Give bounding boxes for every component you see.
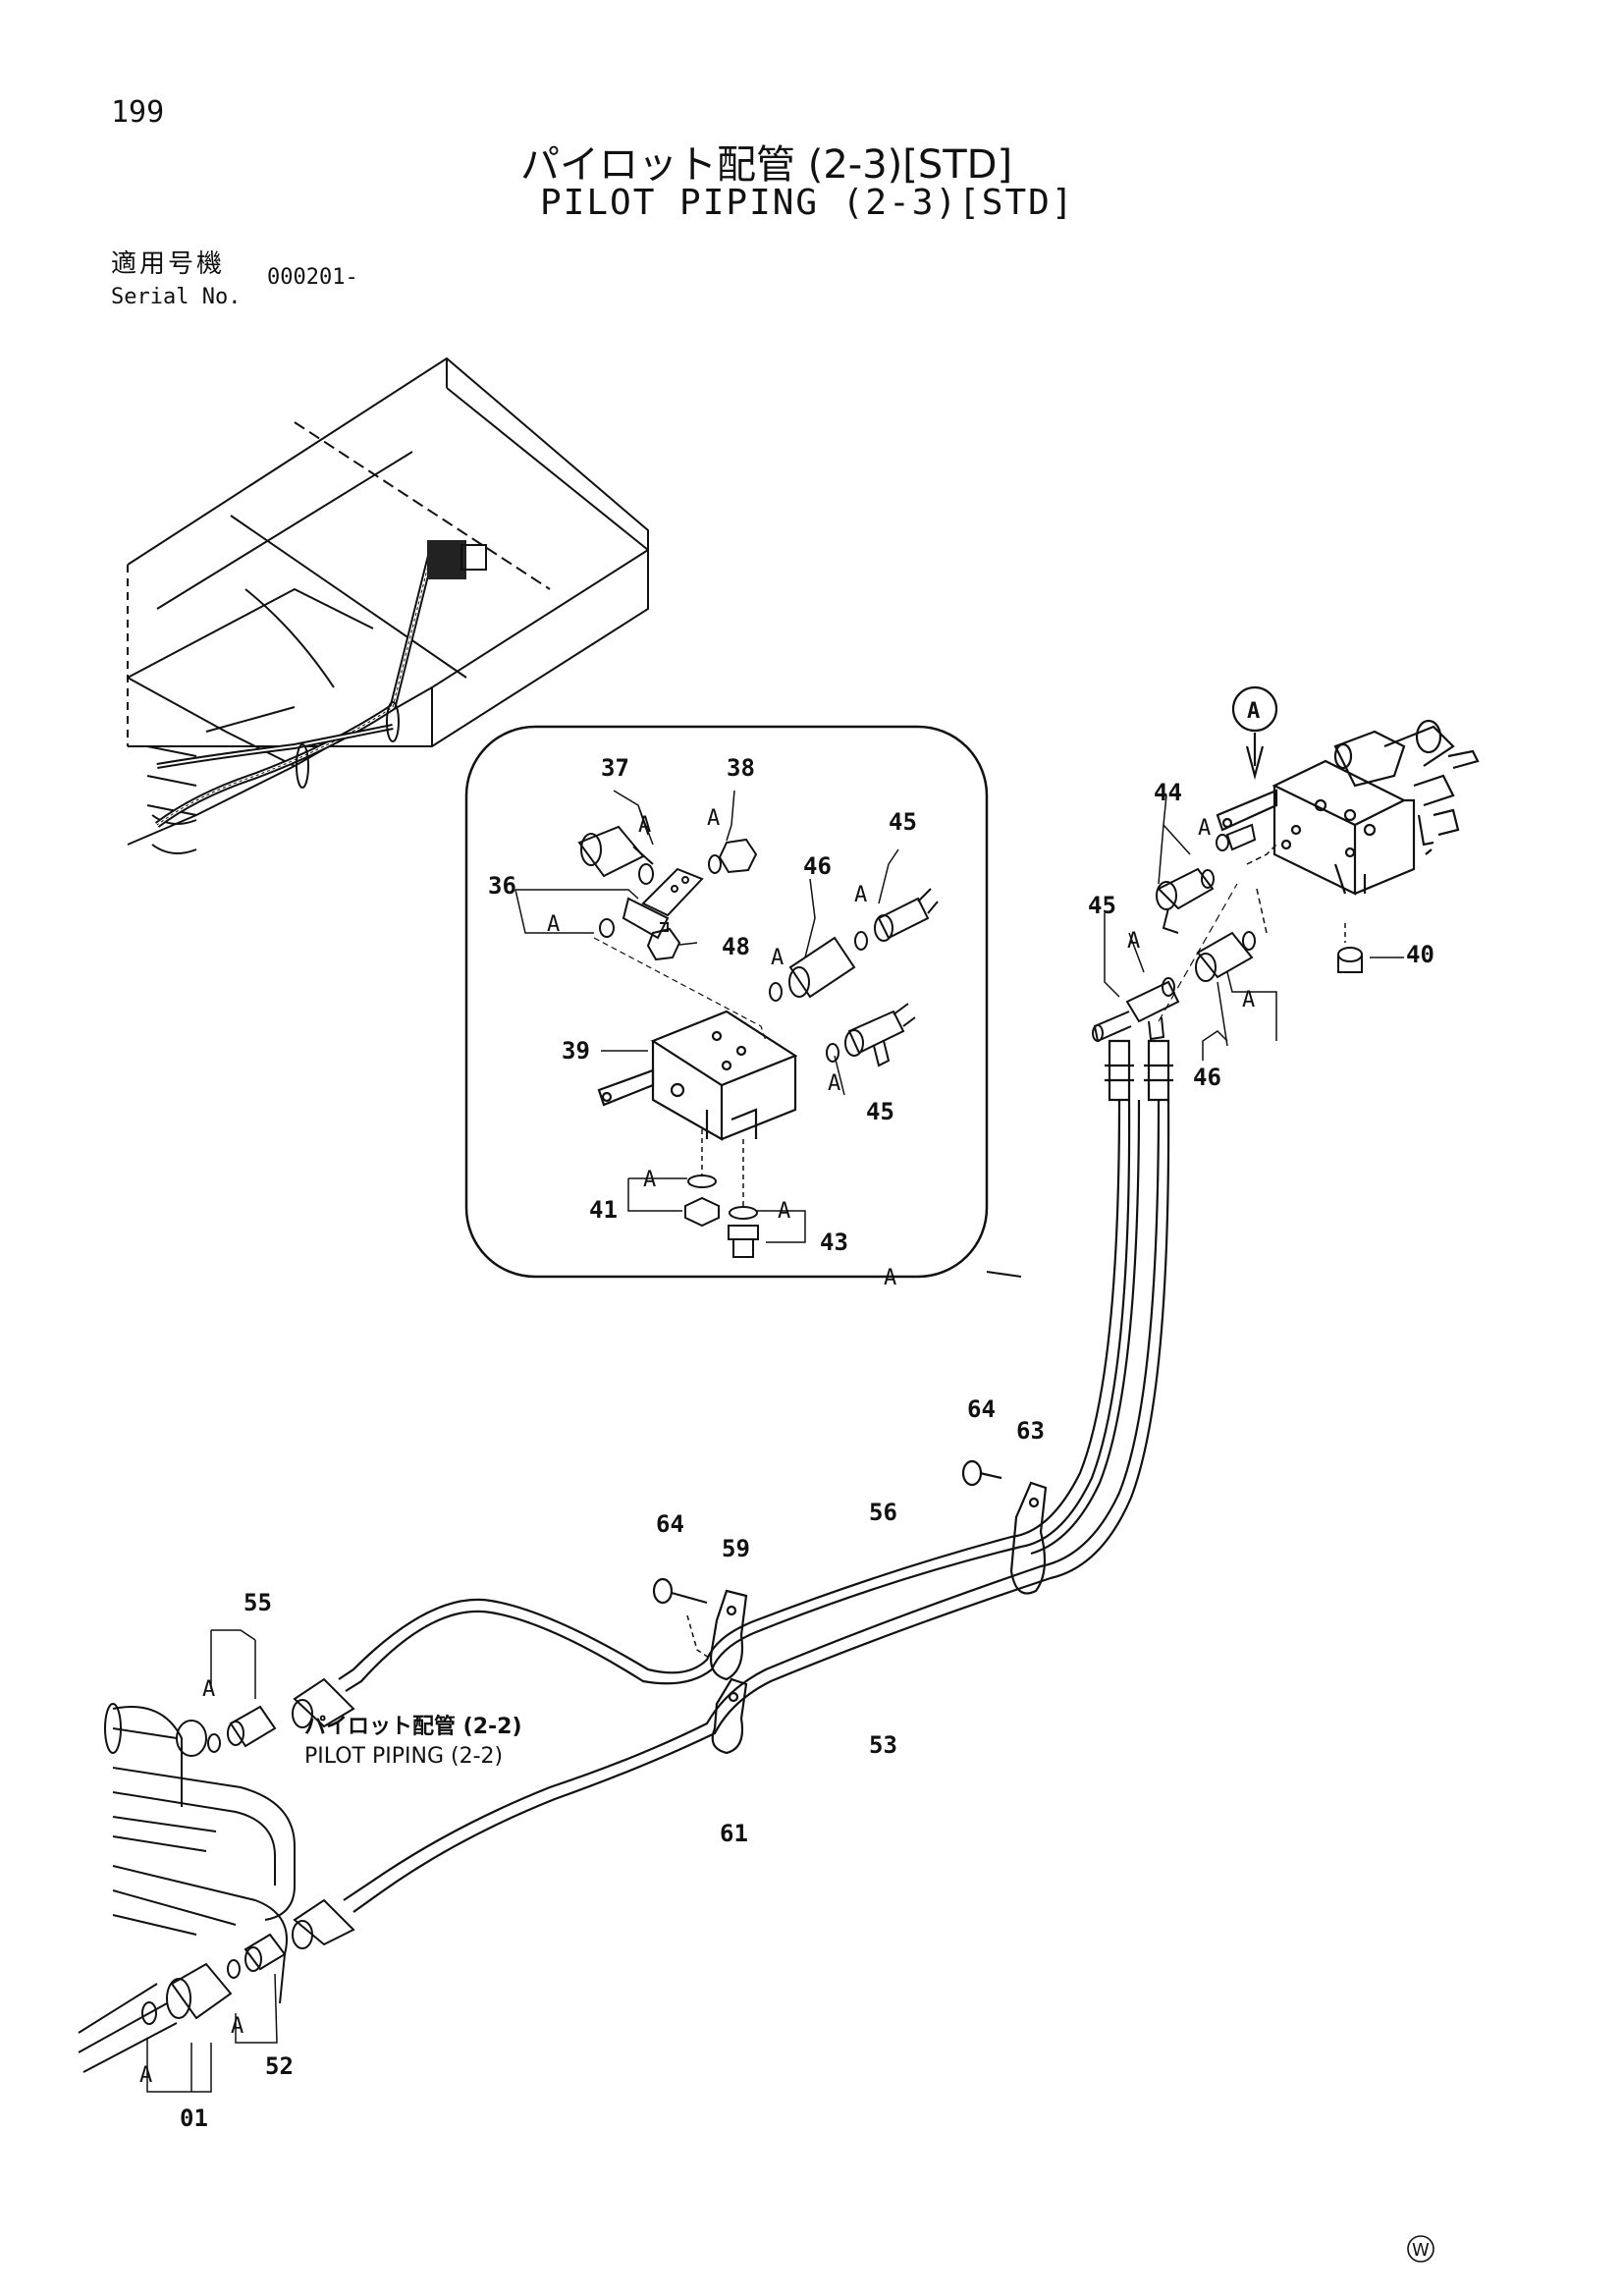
marker-a: A — [547, 912, 560, 937]
marker-a: A — [778, 1199, 790, 1224]
callout-43: 43 — [820, 1229, 848, 1256]
marker-a: A — [884, 1266, 896, 1290]
callout-64-upper: 64 — [967, 1395, 996, 1423]
callout-01: 01 — [180, 2105, 208, 2132]
reference-en: PILOT PIPING (2-2) — [304, 1744, 503, 1769]
page-title-en: PILOT PIPING (2-3)[STD] — [540, 183, 1075, 223]
view-a-marker: A — [1247, 699, 1260, 724]
part-46-adapter-detail — [769, 936, 856, 1002]
clamps — [652, 1459, 1048, 1755]
callout-41: 41 — [589, 1196, 618, 1224]
callout-40: 40 — [1406, 941, 1434, 968]
callout-38: 38 — [727, 754, 755, 782]
part-36-plate — [599, 867, 704, 940]
marker-a: A — [1242, 988, 1255, 1012]
marker-a: A — [202, 1677, 215, 1702]
marker-a: A — [638, 813, 651, 838]
callout-52: 52 — [265, 2052, 294, 2080]
part-45-tee-detail-lower — [826, 1003, 916, 1067]
w-logo-letter: W — [1412, 2240, 1430, 2261]
marker-a: A — [1198, 816, 1211, 841]
right-fittings — [1092, 794, 1277, 1061]
part-37-elbow — [577, 825, 654, 885]
w-logo — [1407, 2235, 1434, 2263]
detail-box — [464, 725, 989, 1279]
marker-a: A — [828, 1071, 840, 1096]
callout-46-detail: 46 — [803, 852, 832, 880]
page-number: 199 — [111, 95, 165, 130]
part-45-tee-detail-upper — [854, 888, 939, 951]
marker-a: A — [854, 883, 867, 907]
callout-45-detail-upper: 45 — [889, 808, 917, 836]
hoses — [338, 1039, 1173, 1913]
part-38-nut — [708, 838, 758, 874]
serial-value: 000201- — [267, 265, 358, 290]
callout-55: 55 — [243, 1589, 272, 1616]
callout-46-right: 46 — [1193, 1064, 1221, 1091]
callout-63: 63 — [1016, 1417, 1045, 1445]
callout-44: 44 — [1154, 779, 1182, 806]
callout-48: 48 — [722, 933, 750, 960]
callout-45-right: 45 — [1088, 892, 1116, 919]
marker-a: A — [643, 1168, 656, 1192]
part-48-plug — [646, 922, 681, 961]
callout-64-lower: 64 — [656, 1510, 684, 1538]
marker-a: A — [1127, 929, 1140, 954]
callout-37: 37 — [601, 754, 629, 782]
marker-a: A — [231, 2014, 243, 2039]
callout-56: 56 — [869, 1499, 897, 1526]
part-39-block — [597, 1010, 798, 1141]
part-43-connector — [728, 1206, 759, 1258]
callout-36: 36 — [488, 872, 516, 900]
view-a-valve — [1216, 685, 1480, 896]
marker-a: A — [139, 2063, 152, 2088]
callout-labels: 37 38 36 48 46 45 39 45 41 43 44 45 40 4… — [139, 699, 1434, 2132]
serial-label-jp: 適用号機 — [111, 249, 226, 279]
callout-53: 53 — [869, 1731, 897, 1759]
callout-59: 59 — [722, 1535, 750, 1562]
reference-jp: パイロット配管 (2-2) — [304, 1714, 522, 1739]
part-40-bolt — [1337, 923, 1404, 973]
page-title-jp: パイロット配管 (2-3)[STD] — [520, 142, 1013, 188]
part-41-plug — [684, 1175, 720, 1228]
serial-label-en: Serial No. — [111, 285, 242, 309]
callout-61: 61 — [720, 1820, 748, 1847]
callout-39: 39 — [562, 1037, 590, 1065]
frame-upper-left — [127, 356, 649, 854]
callout-45-detail-lower: 45 — [866, 1098, 894, 1125]
detail-parts — [514, 790, 939, 1258]
marker-a: A — [707, 806, 720, 831]
frame-lower-left — [78, 1629, 355, 2093]
marker-a: A — [771, 946, 784, 970]
